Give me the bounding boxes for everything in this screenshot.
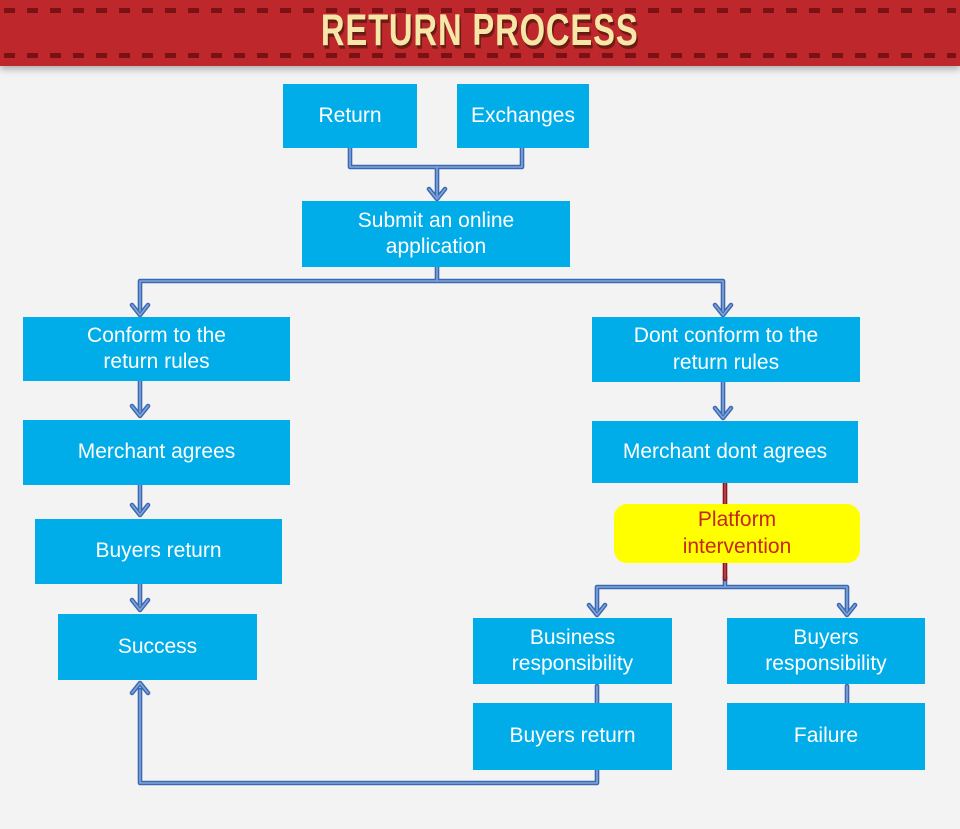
node-exchanges: Exchanges <box>457 84 589 148</box>
node-business-responsibility: Business responsibility <box>473 618 672 684</box>
node-merchant-dont-agrees: Merchant dont agrees <box>592 421 858 483</box>
node-submit-application: Submit an online application <box>302 201 570 267</box>
blue-connector-highlights <box>131 147 856 784</box>
node-failure: Failure <box>727 703 925 770</box>
node-buyers-responsibility: Buyers responsibility <box>727 618 925 684</box>
node-success: Success <box>58 614 257 680</box>
stitch-line-top <box>4 8 956 13</box>
stitch-line-bottom <box>4 53 956 58</box>
node-platform-intervention: Platform intervention <box>614 504 860 563</box>
node-return: Return <box>283 84 417 148</box>
header-banner: RETURN PROCESS <box>0 0 960 66</box>
node-conform-rules: Conform to the return rules <box>23 317 290 381</box>
page-title: RETURN PROCESS <box>0 6 960 56</box>
node-buyers-return-bottom: Buyers return <box>473 703 672 770</box>
node-merchant-agrees: Merchant agrees <box>23 420 290 485</box>
node-buyers-return-left: Buyers return <box>35 519 282 584</box>
node-dont-conform-rules: Dont conform to the return rules <box>592 317 860 382</box>
page-title-text: RETURN PROCESS <box>321 6 639 56</box>
